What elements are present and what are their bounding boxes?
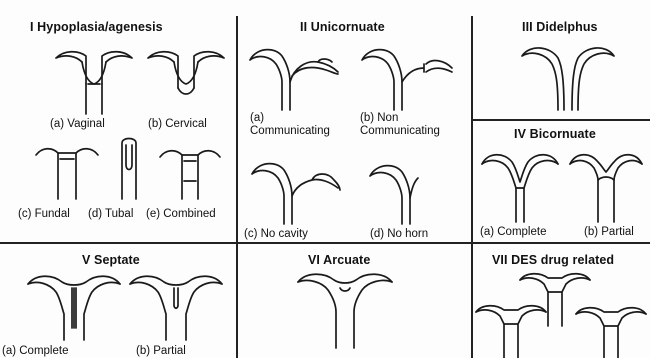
panel-title: VII DES drug related xyxy=(492,253,614,267)
uterus-septate-complete xyxy=(26,268,122,342)
uterus-tubal-agenesis xyxy=(118,135,140,201)
uterus-didelphus xyxy=(520,40,616,112)
panel-title: IV Bicornuate xyxy=(514,127,596,141)
divider-horizontal-right xyxy=(471,119,650,121)
label-partial: (b) Partial xyxy=(136,345,186,358)
uterus-arcuate xyxy=(296,268,394,350)
uterus-unicornuate-non-communicating xyxy=(360,42,454,112)
uterus-unicornuate-no-cavity xyxy=(250,156,342,226)
label-complete: (a) Complete xyxy=(480,226,546,239)
label-fundal: (c) Fundal xyxy=(18,208,70,221)
uterus-fundal-agenesis xyxy=(34,143,100,201)
uterus-bicornuate-complete xyxy=(480,148,560,224)
divider-vertical-right xyxy=(471,16,473,358)
uterus-cervical-agenesis xyxy=(146,44,226,104)
label-cervical: (b) Cervical xyxy=(148,118,207,131)
label-tubal: (d) Tubal xyxy=(88,208,133,221)
uterus-bicornuate-partial xyxy=(568,148,644,224)
label-vaginal: (a) Vaginal xyxy=(50,118,105,131)
uterus-des-right xyxy=(574,302,648,358)
panel-title: III Didelphus xyxy=(522,20,598,34)
label-combined: (e) Combined xyxy=(146,208,216,221)
uterus-septate-partial xyxy=(128,268,224,342)
label-complete: (a) Complete xyxy=(2,345,68,358)
label-non-communicating: Communicating xyxy=(360,125,440,138)
panel-title: II Unicornuate xyxy=(300,20,385,34)
label-non: (b) Non xyxy=(360,112,398,125)
label-communicating-a: (a) xyxy=(250,112,264,125)
label-partial: (b) Partial xyxy=(584,226,634,239)
uterus-combined-agenesis xyxy=(158,145,222,201)
uterus-unicornuate-no-horn xyxy=(368,158,424,226)
label-no-cavity: (c) No cavity xyxy=(244,228,308,241)
divider-horizontal-main xyxy=(0,242,650,244)
panel-title: V Septate xyxy=(82,253,140,267)
divider-vertical-left xyxy=(236,16,238,358)
panel-title: VI Arcuate xyxy=(308,253,370,267)
label-no-horn: (d) No horn xyxy=(370,228,428,241)
label-communicating: Communicating xyxy=(250,125,330,138)
panel-title: I Hypoplasia/agenesis xyxy=(30,20,163,34)
uterus-unicornuate-communicating xyxy=(248,42,340,112)
uterus-vaginal-agenesis xyxy=(54,44,134,116)
uterus-des-left xyxy=(474,300,548,358)
